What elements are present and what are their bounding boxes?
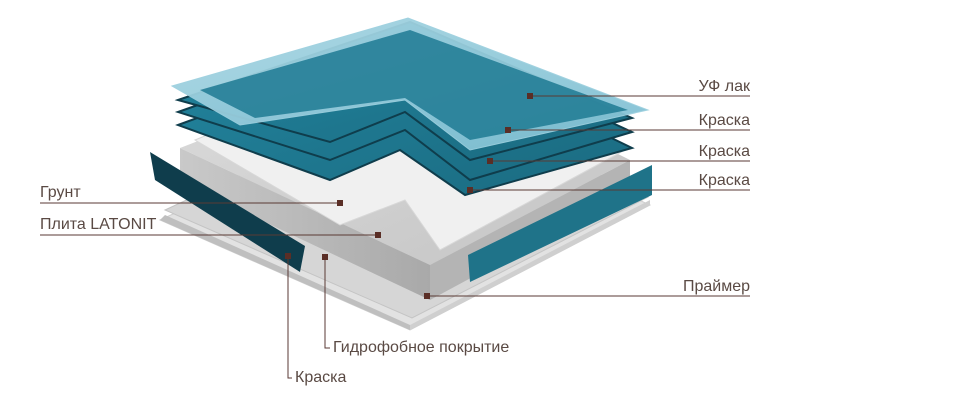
paint-strip-right [468, 165, 652, 282]
marker-paint-1 [505, 127, 511, 133]
marker-board [375, 232, 381, 238]
label-primer: Праймер [682, 278, 750, 295]
label-ground: Грунт [40, 184, 81, 201]
marker-paint-2 [487, 158, 493, 164]
marker-paint-bottom [285, 253, 291, 259]
label-paint-2: Краска [698, 143, 750, 160]
board-front-left [180, 148, 430, 300]
label-paint-bottom: Краска [295, 369, 347, 386]
leader-lines [40, 95, 750, 379]
uv-lacquer-inner [200, 30, 628, 140]
primer-layer-edge [160, 215, 410, 330]
marker-primer [424, 293, 430, 299]
marker-hydrophobic [322, 254, 328, 260]
label-hydrophobic: Гидрофобное покрытие [333, 339, 510, 356]
paint-strip-left [150, 152, 305, 272]
primer-layer-edge-right [410, 200, 650, 330]
leader-paint-bottom [287, 256, 292, 379]
label-paint-1: Краска [698, 112, 750, 129]
marker-ground [337, 200, 343, 206]
markers [285, 93, 533, 299]
marker-paint-3 [467, 187, 473, 193]
label-uv-lacquer: УФ лак [698, 78, 750, 95]
marker-uv-lacquer [527, 93, 533, 99]
leader-hydrophobic [324, 257, 330, 349]
label-board: Плита LATONIT [40, 216, 157, 233]
label-paint-3: Краска [698, 172, 750, 189]
